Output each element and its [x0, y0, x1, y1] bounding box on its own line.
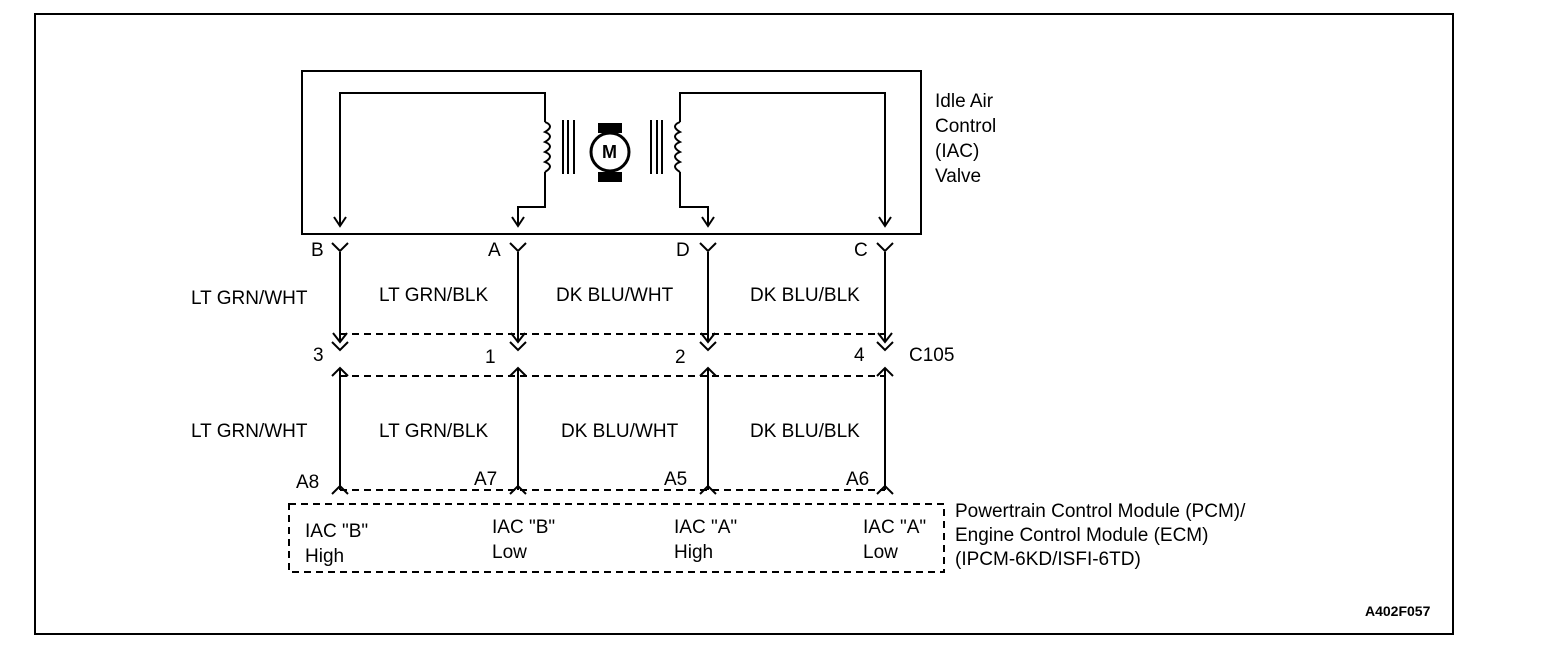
wire-color-label: DK BLU/WHT: [561, 421, 679, 442]
module-circuit-label: IAC "B" High: [305, 519, 368, 569]
module-pin-label: A8: [296, 472, 320, 493]
figure-id: A402F057: [1365, 603, 1431, 619]
core-lines-right: [650, 120, 663, 174]
module-circuit-label: IAC "B" Low: [492, 515, 555, 565]
circuit-name: IAC "A": [674, 517, 738, 538]
iac-label-line: Idle Air: [935, 91, 994, 112]
module-terminals: [331, 484, 894, 495]
wire-color-label: LT GRN/WHT: [191, 421, 308, 442]
pcm-ecm-box: [288, 503, 945, 573]
valve-terminal-label: C: [854, 240, 868, 261]
connector-chevrons: [331, 341, 894, 377]
circuit-level: High: [305, 546, 345, 567]
valve-terminal-label: B: [311, 240, 324, 261]
outer-frame: [34, 13, 1454, 635]
circuit-level: High: [674, 542, 714, 563]
connector-pin-label: 1: [485, 347, 496, 368]
iac-valve-label: Idle Air Control (IAC) Valve: [935, 89, 996, 189]
circuit-name: IAC "B": [492, 517, 556, 538]
wire-color-label: LT GRN/BLK: [379, 285, 489, 306]
module-circuit-label: IAC "A" High: [674, 515, 737, 565]
module-circuit-label: IAC "A" Low: [863, 515, 926, 565]
valve-terminal-label: A: [488, 240, 501, 261]
winding-b-a: [333, 92, 551, 228]
connector-pin-label: 3: [313, 345, 324, 366]
iac-label-line: Valve: [935, 166, 982, 187]
iac-label-line: Control: [935, 116, 997, 137]
connector-pin-label: 2: [675, 347, 686, 368]
iac-label-line: (IAC): [935, 141, 980, 162]
wire-color-label: DK BLU/BLK: [750, 285, 860, 306]
connector-pin-label: 4: [854, 345, 865, 366]
module-label-line: Powertrain Control Module (PCM)/: [955, 501, 1246, 522]
lower-wires: [339, 369, 886, 490]
wire-color-label: DK BLU/BLK: [750, 421, 860, 442]
valve-terminal-label: D: [676, 240, 690, 261]
winding-d-c: [674, 92, 892, 228]
upper-wires: [332, 252, 893, 344]
connector-c105-shell: [340, 333, 885, 377]
connector-name: C105: [909, 345, 955, 366]
valve-terminal-chevrons: [331, 242, 894, 253]
wire-color-label: DK BLU/WHT: [556, 285, 674, 306]
wire-color-label: LT GRN/BLK: [379, 421, 489, 442]
circuit-level: Low: [863, 542, 898, 563]
circuit-level: Low: [492, 542, 527, 563]
iac-valve-box: [301, 70, 922, 235]
module-pin-label: A7: [474, 469, 498, 490]
module-label-line: Engine Control Module (ECM): [955, 525, 1209, 546]
circuit-name: IAC "B": [305, 521, 369, 542]
wire-color-label: LT GRN/WHT: [191, 288, 308, 309]
core-lines-left: [562, 120, 575, 174]
motor-symbol: [589, 123, 631, 182]
module-pin-label: A6: [846, 469, 870, 490]
module-pin-label: A5: [664, 469, 688, 490]
motor-label: M: [602, 142, 617, 162]
module-label-line: (IPCM-6KD/ISFI-6TD): [955, 549, 1141, 570]
module-label: Powertrain Control Module (PCM)/ Engine …: [955, 500, 1245, 572]
circuit-name: IAC "A": [863, 517, 927, 538]
